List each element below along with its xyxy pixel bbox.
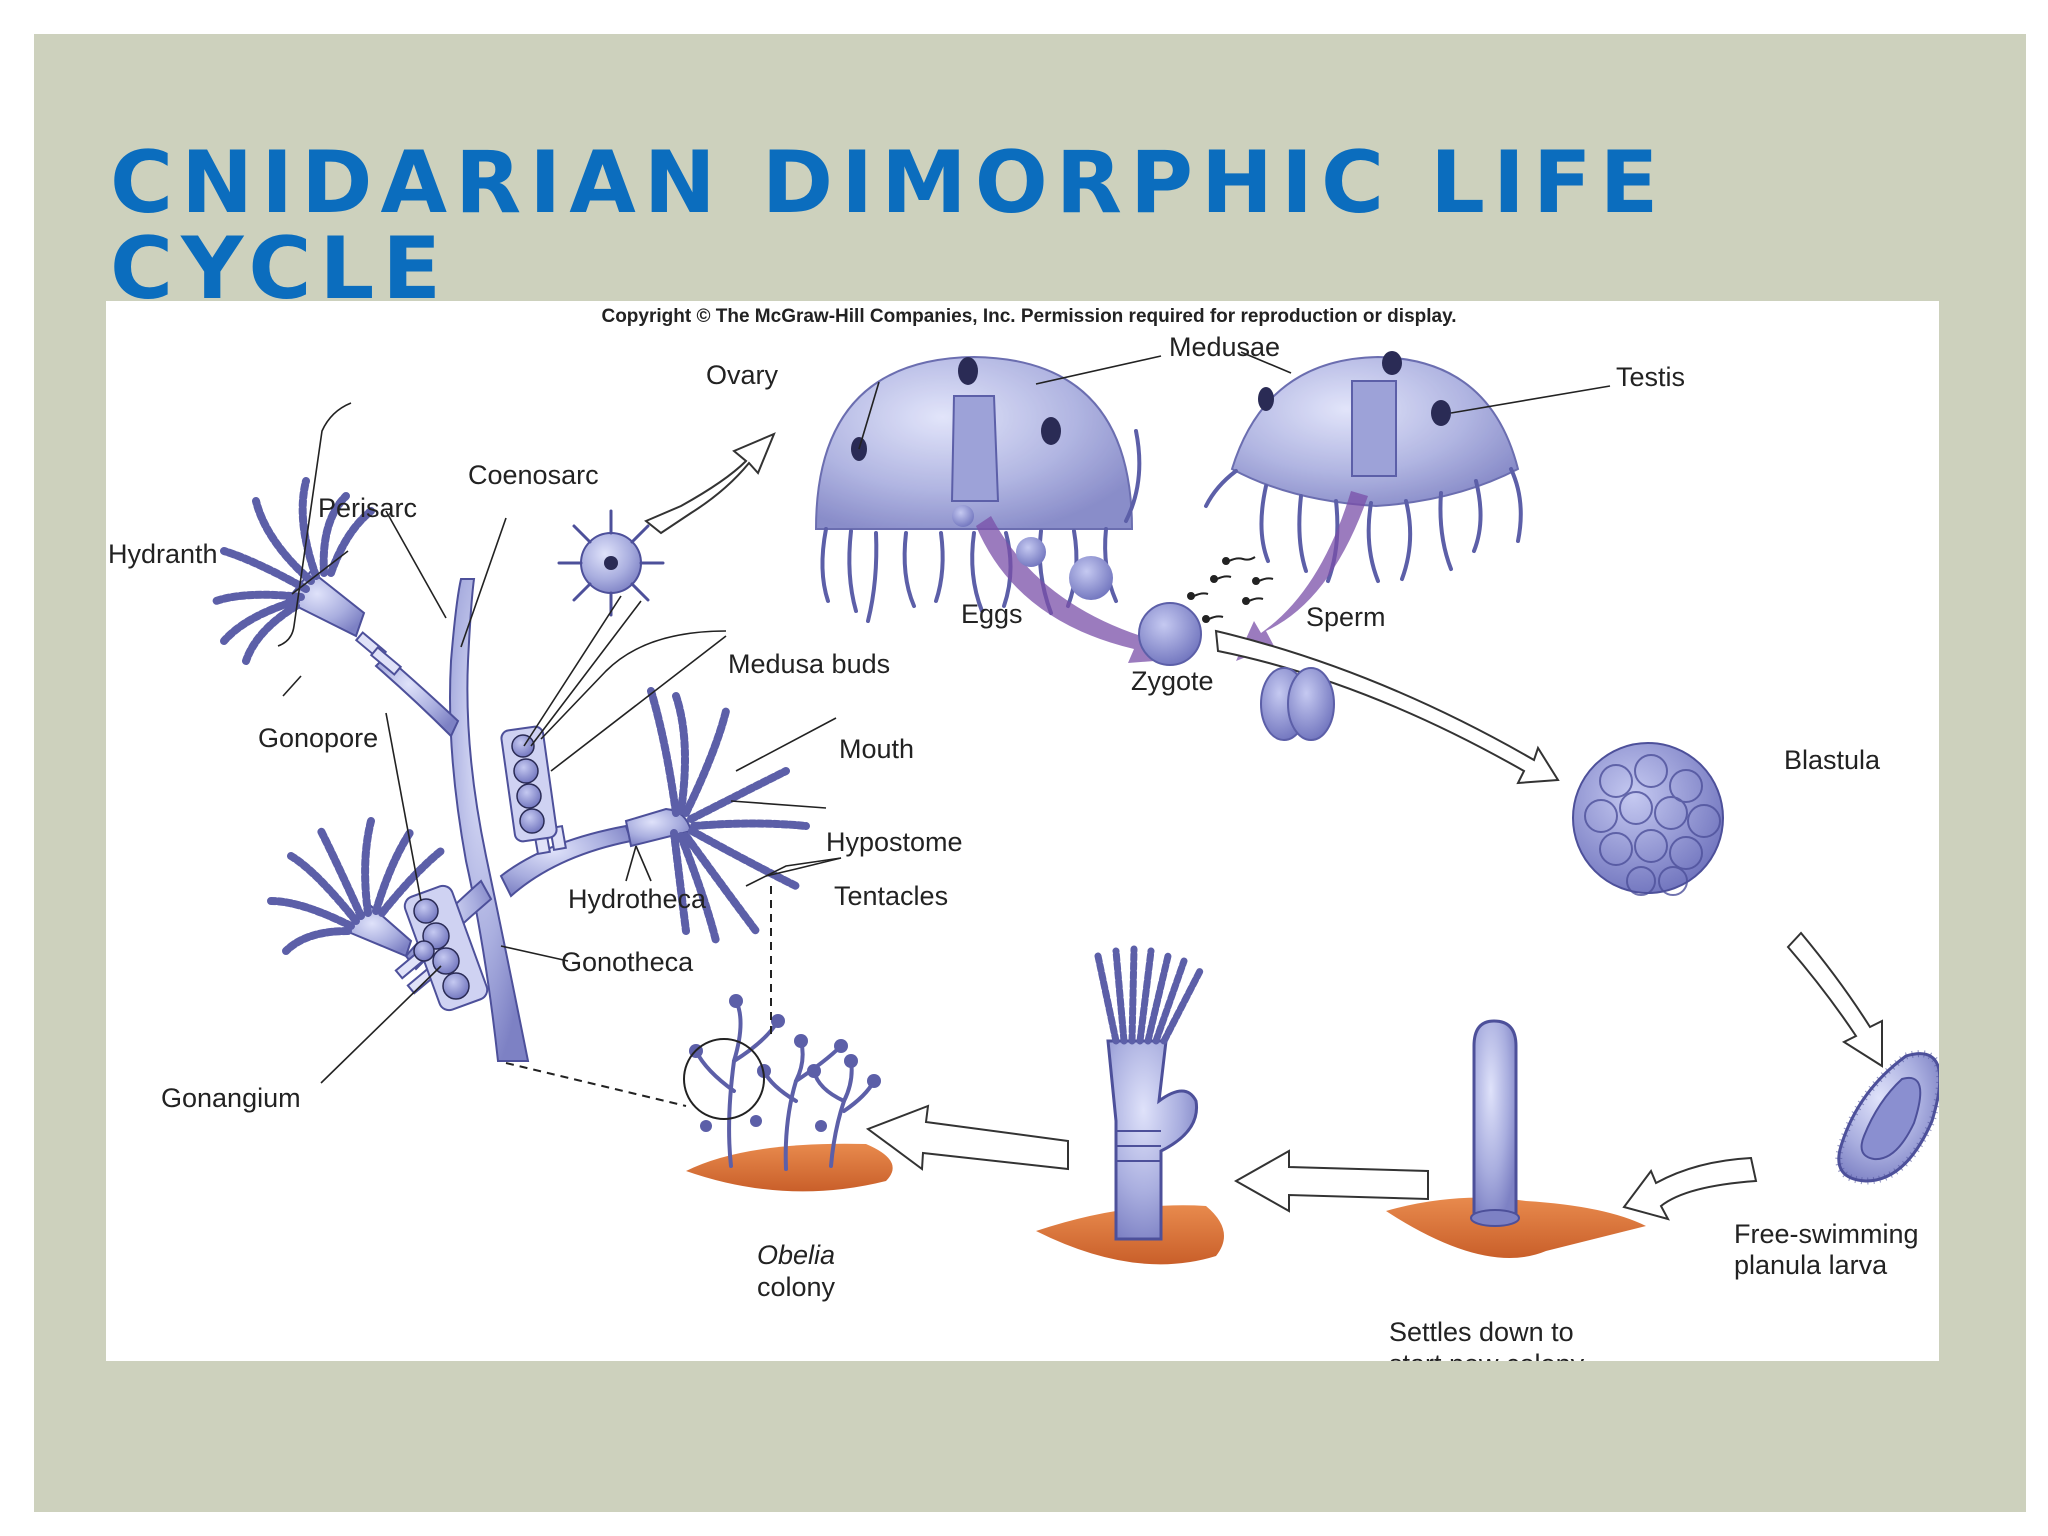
life-cycle-figure: Copyright © The McGraw-Hill Companies, I… — [106, 301, 1939, 1361]
obelia-colony — [683, 994, 893, 1192]
two-cell-embryo — [1260, 667, 1335, 741]
label-gonotheca: Gonotheca — [561, 947, 694, 977]
blastula-to-planula-arrow — [1786, 931, 1883, 1068]
slide-title: CNIDARIAN DIMORPHIC LIFE CYCLE — [110, 133, 1667, 319]
label-hydrotheca: Hydrotheca — [568, 884, 707, 914]
label-perisarc: Perisarc — [318, 493, 417, 523]
zoom-lines — [505, 886, 772, 1107]
label-coenosarc: Coenosarc — [468, 460, 599, 490]
label-sperm: Sperm — [1306, 602, 1386, 632]
slide: CNIDARIAN DIMORPHIC LIFE CYCLE — [34, 34, 2026, 1512]
label-testis: Testis — [1616, 362, 1685, 392]
blastula — [1572, 742, 1724, 896]
label-tentacles: Tentacles — [834, 881, 948, 911]
life-cycle-diagram: Copyright © The McGraw-Hill Companies, I… — [108, 306, 1939, 1361]
label-ovary: Ovary — [706, 360, 779, 390]
leader-lines — [277, 351, 1611, 1084]
obelia-stalk — [212, 477, 810, 1062]
label-colony: colony — [757, 1272, 836, 1302]
label-gonangium: Gonangium — [161, 1083, 301, 1113]
to-obelia-arrow — [865, 1104, 1069, 1171]
diagram-labels: Medusae Ovary Testis Eggs Sperm Zygote B… — [108, 332, 1919, 1361]
polyp-to-young-colony-arrow — [1233, 1149, 1429, 1213]
label-settles-line1: Settles down to — [1389, 1317, 1574, 1347]
label-zygote: Zygote — [1131, 666, 1214, 696]
medusa-release-arrow — [644, 432, 776, 535]
label-hydranth: Hydranth — [108, 539, 218, 569]
copyright-notice: Copyright © The McGraw-Hill Companies, I… — [601, 306, 1456, 327]
label-medusae: Medusae — [1169, 332, 1280, 362]
settled-polyp — [1386, 1019, 1646, 1258]
label-blastula: Blastula — [1784, 745, 1881, 775]
planula-to-polyp-arrow — [1622, 1156, 1758, 1221]
female-medusa — [814, 355, 1142, 623]
label-mouth: Mouth — [839, 734, 914, 764]
label-settles-line2: start new colony — [1389, 1349, 1585, 1361]
label-medusa-buds: Medusa buds — [728, 649, 890, 679]
male-medusa — [1204, 351, 1523, 583]
planula-larva — [1835, 1050, 1939, 1185]
label-eggs: Eggs — [961, 599, 1023, 629]
label-planula-line2: planula larva — [1734, 1250, 1888, 1280]
label-obelia: Obelia — [757, 1240, 835, 1270]
label-gonopore: Gonopore — [258, 723, 378, 753]
young-colony — [1036, 945, 1224, 1265]
zygote — [1138, 602, 1202, 666]
sperm-arrow — [1187, 491, 1368, 661]
label-planula-line1: Free-swimming — [1734, 1219, 1919, 1249]
label-hypostome: Hypostome — [826, 827, 963, 857]
